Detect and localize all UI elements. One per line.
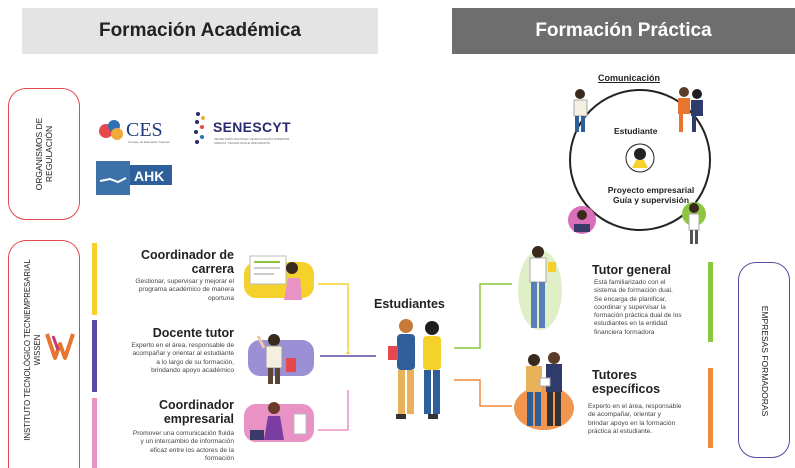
project-figure-right (682, 202, 706, 244)
ces-logo-subtext: Consejo de Educación Superior (128, 140, 171, 144)
role-desc-business-coordinator-line4: formación (205, 454, 234, 462)
regulation-box (8, 88, 80, 220)
tutor-general-title: Tutor general (592, 263, 671, 277)
role-desc-coordinator-line2: programa académico de manera (138, 286, 234, 294)
tutor-general-desc-line1: Está familiarizado con el (594, 279, 666, 286)
role-desc-tutor: Experto en el área, responsable de acomp… (104, 342, 234, 375)
role-desc-tutor-line4: brindando apoyo académico (151, 366, 234, 374)
role-bar-pink (92, 398, 97, 468)
students-illustration (388, 319, 441, 419)
left-connectors (318, 283, 376, 431)
ahk-logo-text: AHK (134, 168, 165, 184)
role-title-business-coordinator-line2: empresarial (163, 412, 234, 426)
institute-label-line2: WISSEN (33, 334, 42, 366)
specific-tutors-desc-line4: práctica al estudiante. (588, 427, 653, 435)
tutor-general-desc-line4: coordinar y supervisar la (594, 303, 666, 311)
regulation-label: ORGANISMOS DE REGULACIÓN (34, 94, 54, 214)
project-figure-left (568, 206, 596, 234)
senescyt-logo-text: SENESCYT (213, 119, 291, 135)
role-desc-business-coordinator-line2: y un intercambio de información (140, 438, 234, 446)
ahk-logo: AHK (96, 159, 176, 199)
specific-tutors-title-line1: Tutores (592, 368, 637, 382)
tutor-general-desc-line2: sistema de formación dual. (594, 287, 673, 295)
tutor-general-desc-line6: estudiantes en la entidad (594, 320, 668, 328)
project-label-line1: Proyecto empresarial (607, 185, 695, 195)
role-bar-yellow (92, 243, 97, 315)
specific-tutors-desc-line2: de acompañar, orientar y (588, 411, 661, 419)
tutor-bar-green (708, 262, 713, 342)
specific-tutors-desc-line1: Experto en el área, responsable (588, 403, 682, 410)
tutor-general-desc-line5: formación práctica dual de los (594, 312, 682, 320)
role-title-tutor-line1: Docente tutor (152, 326, 234, 340)
regulation-label-line2: REGULACIÓN (44, 125, 54, 183)
student-label: Estudiante (614, 126, 658, 136)
right-connectors (454, 283, 512, 407)
institute-label: INSTITUTO TECNOLÓGICO TECNIEMPRESARIAL W… (23, 250, 43, 450)
regulation-label-line1: ORGANISMOS DE (34, 117, 44, 191)
practice-cycle (569, 89, 711, 231)
role-desc-business-coordinator-line1: Promover una comunicación fluida (132, 430, 234, 437)
role-desc-tutor-line1: Experto en el área, responsable de (131, 342, 234, 349)
role-title-business-coordinator: Coordinador empresarial (104, 398, 234, 426)
specific-tutors-desc-line3: brindar apoyo en la formación (588, 419, 676, 427)
communication-label: Comunicación (598, 73, 661, 83)
role-desc-tutor-line3: a lo largo de su formación, (156, 358, 234, 366)
role-title-tutor: Docente tutor (104, 326, 234, 340)
role-bar-purple (92, 320, 97, 392)
role-desc-business-coordinator: Promover una comunicación fluida y un in… (104, 430, 234, 463)
tutor-general-desc-line7: financiera formadora (594, 328, 655, 336)
senescyt-logo: SENESCYT SECRETARÍA NACIONAL DE EDUCACIÓ… (192, 110, 300, 152)
role-desc-business-coordinator-line3: eficaz entre los actores de la (150, 446, 234, 454)
specific-tutors-desc: Experto en el área, responsable de acomp… (588, 403, 708, 436)
coordinator-illustration (244, 255, 314, 300)
ces-logo-mark (99, 120, 123, 140)
communication-figure-left (573, 89, 588, 132)
tutor-illustration (248, 334, 314, 384)
companies-label: EMPRESAS FORMADORAS (760, 305, 770, 417)
ahk-logo-mark (96, 159, 176, 199)
senescyt-logo-subtext: SECRETARÍA NACIONAL DE EDUCACIÓN SUPERIO… (214, 137, 291, 145)
tutor-general-desc-line3: Se encarga de planificar, (594, 295, 667, 303)
wissen-logo-icon (45, 333, 75, 360)
role-title-coordinator: Coordinador de carrera (104, 248, 234, 276)
specific-tutors-title: Tutores específicos (592, 368, 712, 396)
specific-tutors-title-line2: específicos (592, 382, 661, 396)
ces-logo-text: CES (126, 119, 163, 141)
senescyt-logo-mark (194, 112, 205, 144)
institute-label-line1: INSTITUTO TECNOLÓGICO TECNIEMPRESARIAL (23, 259, 32, 441)
specific-tutors-illustration (514, 352, 574, 430)
role-title-business-coordinator-line1: Coordinador (159, 398, 234, 412)
ces-logo: CES Consejo de Educación Superior (98, 113, 178, 147)
role-desc-coordinator-line1: Gestionar, supervisar y mejorar el (135, 278, 234, 285)
project-label-line2: Guía y supervisión (612, 195, 690, 205)
institute-box (8, 240, 80, 468)
role-title-coordinator-line2: carrera (191, 262, 234, 276)
academic-training-header: Formación Académica (22, 8, 378, 54)
project-label: Proyecto empresarial Guía y supervisión (596, 185, 706, 205)
business-coordinator-illustration (244, 402, 314, 442)
tutor-general-desc: Está familiarizado con el sistema de for… (594, 279, 714, 337)
role-desc-coordinator: Gestionar, supervisar y mejorar el progr… (104, 278, 234, 303)
role-desc-tutor-line2: acompañar y orientar al estudiante (132, 350, 234, 358)
general-tutor-illustration (518, 246, 562, 330)
tutor-bar-orange (708, 368, 713, 448)
role-desc-coordinator-line3: oportuna (207, 294, 234, 302)
role-title-coordinator-line1: Coordinador de (140, 248, 234, 262)
students-label: Estudiantes (374, 297, 445, 311)
companies-box (738, 262, 790, 458)
communication-figure-right (678, 87, 703, 132)
practical-training-header: Formación Práctica (452, 8, 795, 54)
